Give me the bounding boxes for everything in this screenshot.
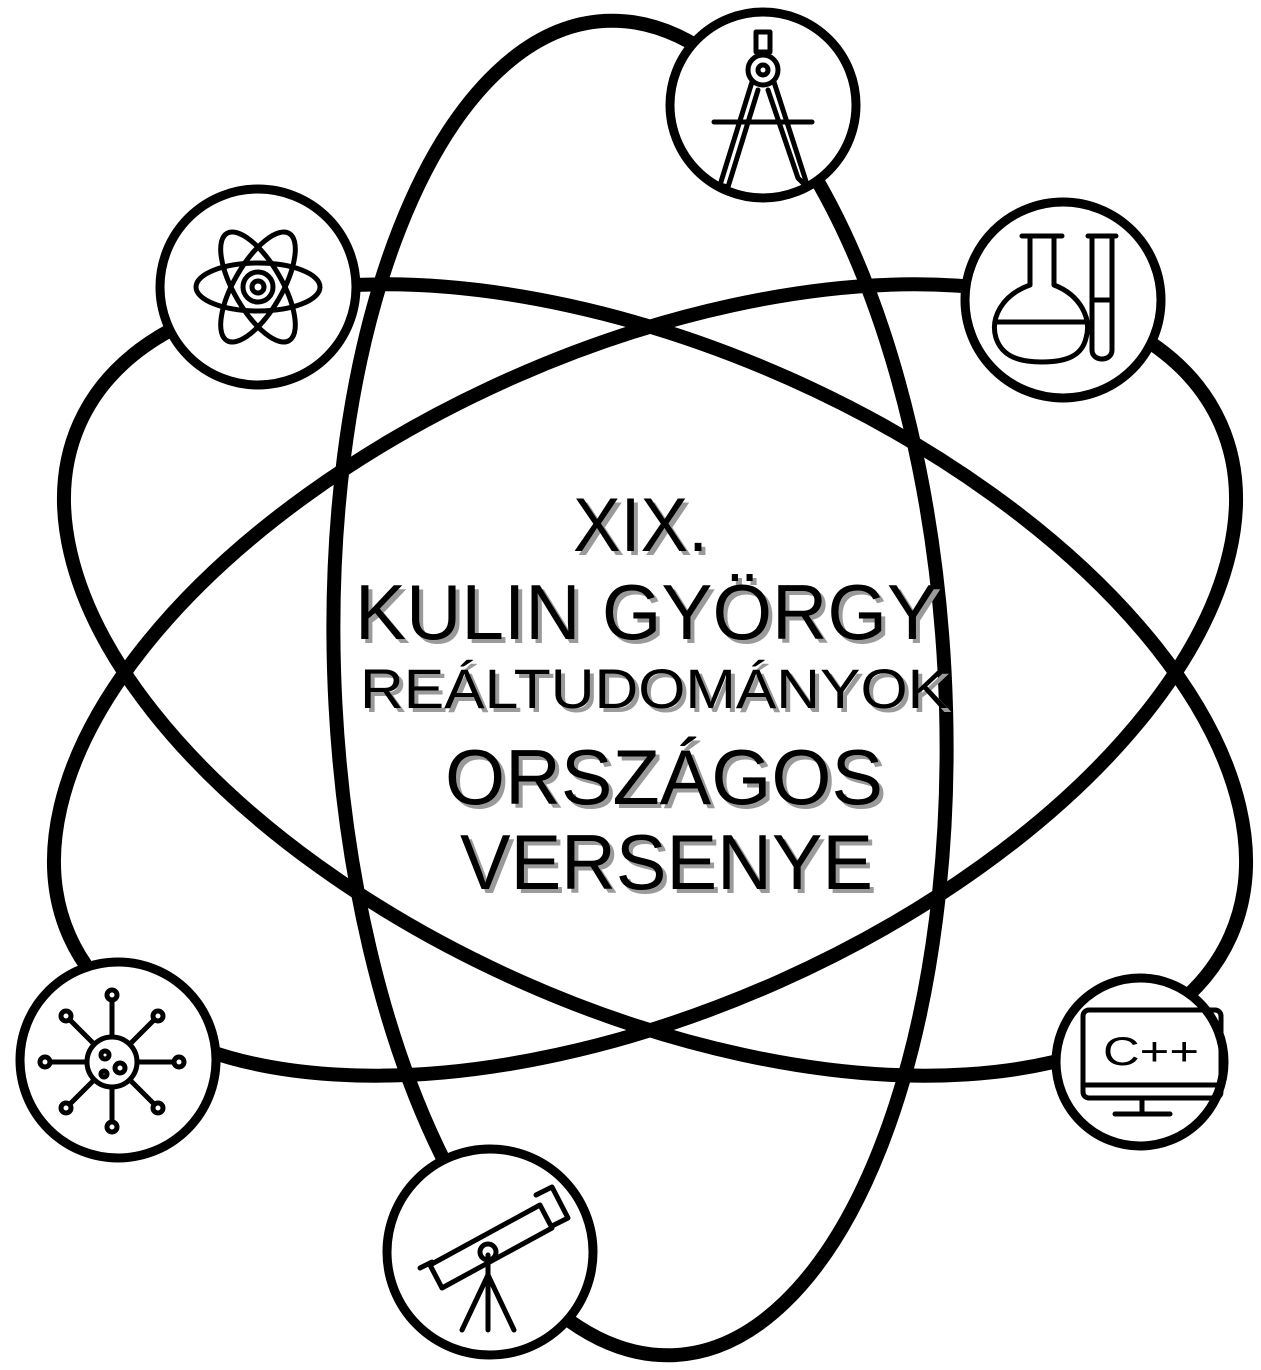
flask-icon bbox=[960, 197, 1166, 403]
title-line-edition: XIX. bbox=[573, 483, 708, 568]
title-line-competition: VERSENYE bbox=[460, 818, 873, 906]
atom-icon bbox=[155, 184, 361, 390]
compass-icon bbox=[665, 7, 861, 203]
virus-icon bbox=[15, 957, 221, 1163]
computer-icon: C++ bbox=[1051, 973, 1229, 1151]
orbit-vertical bbox=[326, 13, 954, 1363]
title-line-subject: REÁLTUDOMÁNYOK bbox=[360, 657, 948, 720]
title-line-national: ORSZÁGOS bbox=[445, 733, 883, 821]
cpp-label: C++ bbox=[1103, 1030, 1199, 1074]
title-text: XIX. KULIN GYÖRGY REÁLTUDOMÁNYOK ORSZÁGO… bbox=[355, 483, 948, 906]
orbit-diagonal-left bbox=[57, 277, 1253, 1083]
telescope-icon bbox=[382, 1144, 598, 1360]
orbit-diagonal-right bbox=[47, 277, 1243, 1083]
title-line-name: KULIN GYÖRGY bbox=[355, 568, 938, 656]
